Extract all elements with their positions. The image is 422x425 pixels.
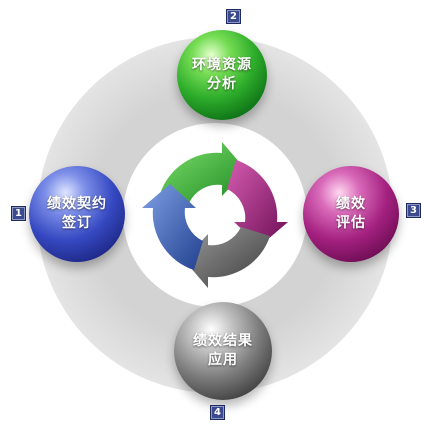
step-number-badge-3: 3 [406, 203, 421, 218]
blue-arrow [142, 184, 203, 270]
gray-arrow [184, 227, 270, 288]
node-1-line-2: 签订 [62, 215, 92, 231]
node-3-line-2: 评估 [336, 215, 366, 231]
node-2-line-1: 环境资源 [192, 57, 252, 73]
node-result-application: 绩效结果 应用 [174, 302, 272, 400]
purple-arrow [227, 160, 288, 246]
node-2-line-2: 分析 [207, 76, 237, 92]
green-arrow [160, 142, 246, 203]
node-contract-signing: 绩效契约 签订 [29, 166, 125, 262]
node-4-line-1: 绩效结果 [193, 333, 253, 349]
node-environment-analysis: 环境资源 分析 [177, 30, 267, 120]
node-performance-evaluation: 绩效 评估 [303, 166, 399, 262]
step-number-badge-4: 4 [210, 405, 225, 420]
step-number-badge-2: 2 [226, 9, 241, 24]
node-3-line-1: 绩效 [336, 196, 366, 212]
inner-disc [123, 123, 307, 307]
step-number-badge-1: 1 [11, 206, 26, 221]
node-4-line-2: 应用 [208, 352, 238, 368]
node-1-line-1: 绩效契约 [47, 196, 107, 212]
